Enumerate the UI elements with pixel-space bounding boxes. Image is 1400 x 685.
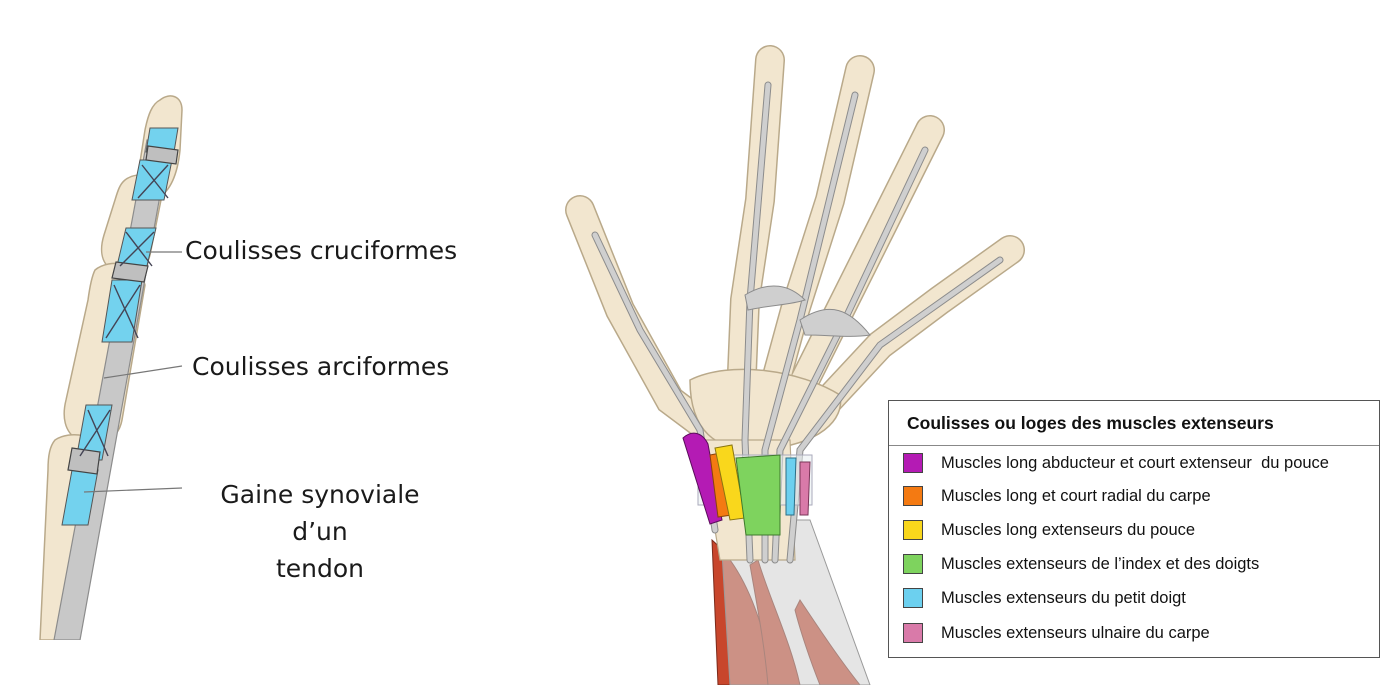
- legend-label: Muscles long abducteur et court extenseu…: [941, 453, 1329, 472]
- legend-label: Muscles long extenseurs du pouce: [941, 520, 1196, 539]
- legend-swatch: [903, 588, 923, 608]
- legend-item: Muscles extenseurs ulnaire du carpe: [903, 622, 1210, 644]
- label-synovial-sheath-line1: Gaine synoviale d’un: [220, 480, 420, 546]
- legend-item: Muscles long et court radial du carpe: [903, 485, 1211, 507]
- label-cruciform-pulleys: Coulisses cruciformes: [185, 236, 458, 265]
- legend-swatch: [903, 623, 923, 643]
- finger-diagram: [39, 95, 183, 640]
- label-synovial-sheath: Gaine synoviale d’un tendon: [190, 476, 450, 587]
- legend-item: Muscles extenseurs du petit doigt: [903, 587, 1186, 609]
- label-arciform-pulleys: Coulisses arciformes: [192, 352, 450, 381]
- legend-label: Muscles extenseurs du petit doigt: [941, 588, 1186, 607]
- legend-swatch: [903, 453, 923, 473]
- legend-item: Muscles long abducteur et court extenseu…: [903, 452, 1329, 474]
- legend-title: Coulisses ou loges des muscles extenseur…: [907, 413, 1274, 433]
- legend-swatch: [903, 486, 923, 506]
- legend-item: Muscles extenseurs de l’index et des doi…: [903, 553, 1259, 575]
- legend-label: Muscles long et court radial du carpe: [941, 486, 1211, 505]
- legend-label: Muscles extenseurs ulnaire du carpe: [941, 623, 1210, 642]
- legend-item: Muscles long extenseurs du pouce: [903, 519, 1195, 541]
- label-synovial-sheath-line2: tendon: [275, 554, 365, 583]
- legend: Coulisses ou loges des muscles extenseur…: [888, 400, 1380, 658]
- legend-divider: [889, 445, 1379, 446]
- legend-label: Muscles extenseurs de l’index et des doi…: [941, 554, 1260, 573]
- legend-swatch: [903, 520, 923, 540]
- legend-swatch: [903, 554, 923, 574]
- hand-diagram: [565, 45, 1025, 685]
